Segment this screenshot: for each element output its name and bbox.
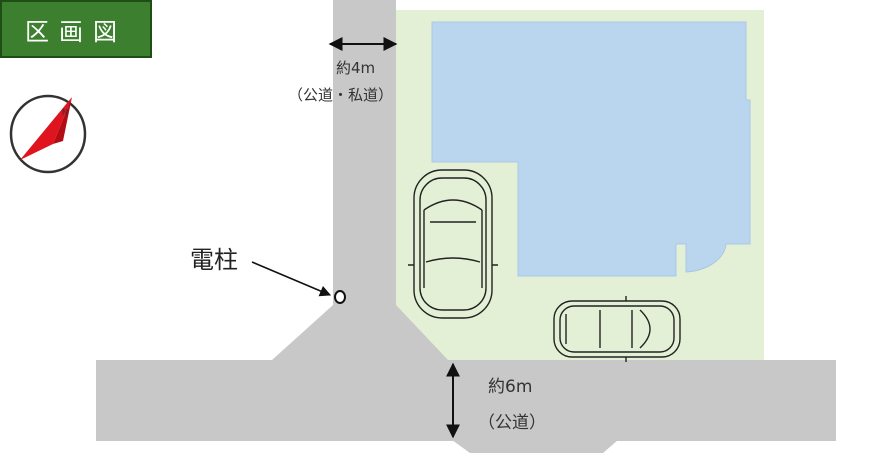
road-top-type-label: （公道・私道） xyxy=(288,86,394,104)
utility-pole-icon xyxy=(334,290,346,304)
building-footprint xyxy=(431,21,751,277)
utility-pole-label: 電柱 xyxy=(190,246,238,274)
svg-text:N: N xyxy=(62,108,68,117)
page-title: 区画図 xyxy=(0,0,152,58)
road-bottom xyxy=(96,360,836,441)
road-bottom-type-label: （公道） xyxy=(478,413,546,433)
compass-icon: N xyxy=(9,94,87,174)
car-icon xyxy=(408,169,498,319)
utility-pole-pointer xyxy=(251,261,332,297)
road-top-width-label: 約4m xyxy=(336,59,376,77)
road-top xyxy=(272,0,448,360)
car-icon xyxy=(553,296,681,362)
road-bottom-extension xyxy=(452,440,618,453)
road-bottom-width-label: 約6m xyxy=(488,377,533,397)
